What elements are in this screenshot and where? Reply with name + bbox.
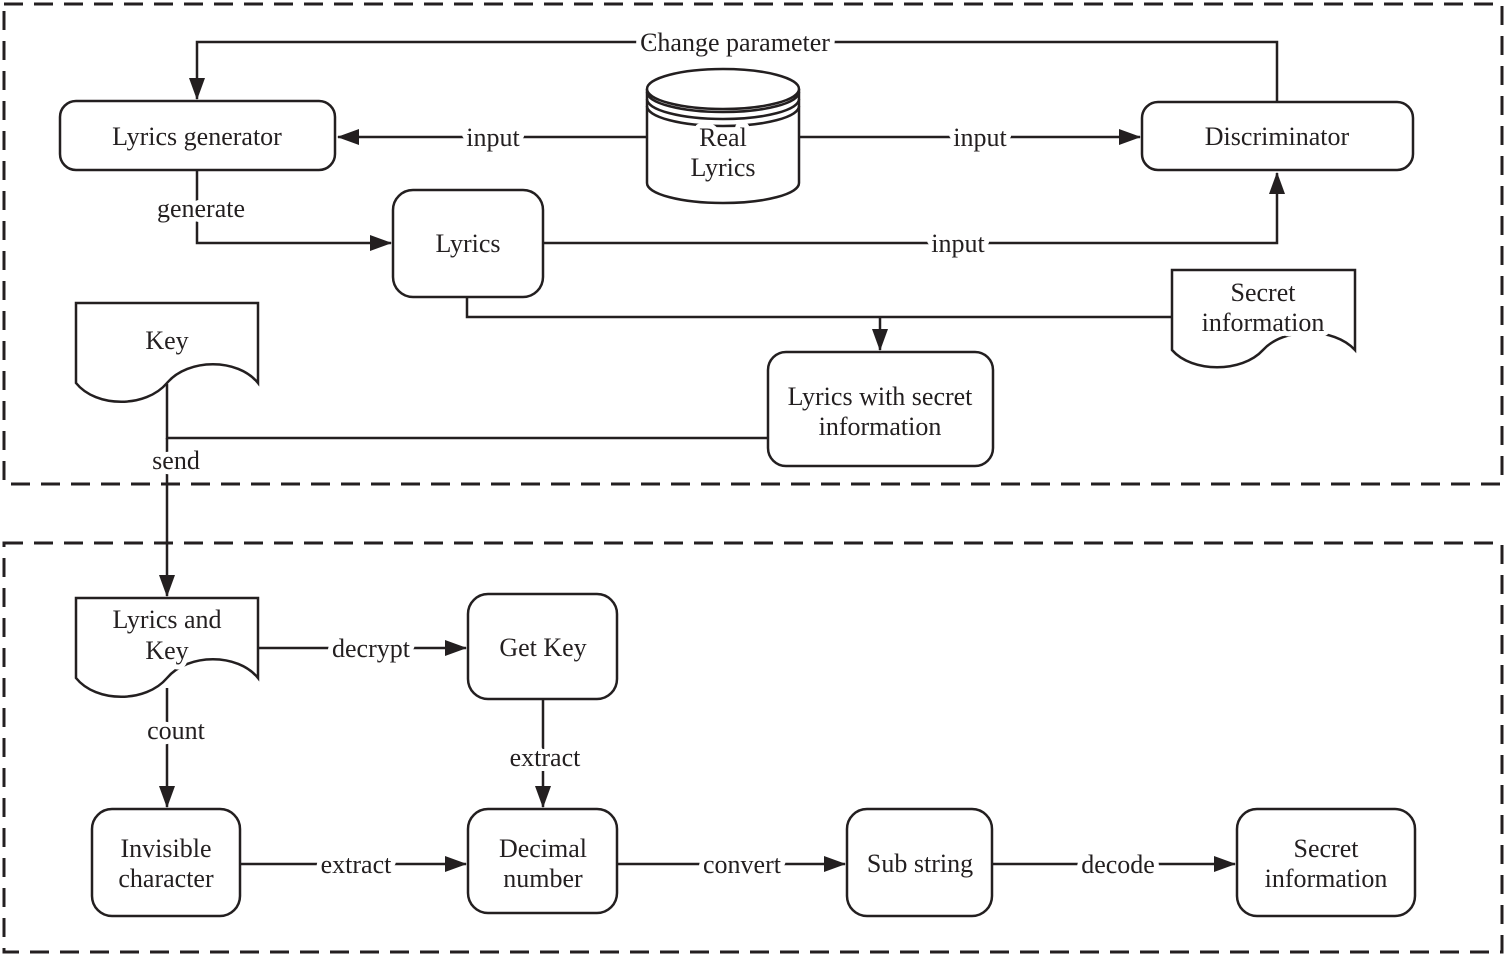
label-sub-string: Sub string <box>867 849 973 878</box>
edge-generate <box>195 170 392 251</box>
node-sub-string <box>845 807 994 918</box>
label-lyrics: Lyrics <box>436 229 501 258</box>
edge-label-convert: convert <box>703 850 782 879</box>
node-decimal-number <box>466 807 619 915</box>
edge-label-extract-char: extract <box>321 850 393 879</box>
edge-label-change-parameter: Change parameter <box>640 28 830 57</box>
node-real-lyrics-cylinder <box>645 67 801 205</box>
edge-label-generate: generate <box>157 194 245 223</box>
node-lyrics-with-secret <box>766 350 995 468</box>
edge-label-input-right: input <box>953 123 1007 152</box>
edge-label-decode: decode <box>1081 850 1155 879</box>
edge-label-extract-key: extract <box>510 743 582 772</box>
edge-label-count: count <box>147 716 206 745</box>
label-lyrics-with-secret-1: Lyrics with secret <box>788 382 974 411</box>
label-invisible-character-1: Invisible <box>121 834 212 863</box>
node-lyrics-and-key-document <box>74 596 260 698</box>
label-secret-info-doc-1: Secret <box>1231 278 1297 307</box>
edge-input-bottom <box>543 172 1285 245</box>
edge-label-input-left: input <box>466 123 520 152</box>
edge-label-input-bottom: input <box>931 229 985 258</box>
node-key-document <box>74 301 260 403</box>
edge-lyrics-to-junction <box>465 297 1174 319</box>
label-lyrics-generator: Lyrics generator <box>112 122 282 151</box>
edge-key-to-box <box>165 384 770 440</box>
node-discriminator <box>1140 100 1415 172</box>
label-discriminator: Discriminator <box>1205 122 1350 151</box>
label-lyrics-with-secret-2: information <box>819 412 942 441</box>
label-secret-info-doc-2: information <box>1202 308 1325 337</box>
node-lyrics <box>391 188 545 299</box>
edge-label-send: send <box>152 446 200 475</box>
label-secret-information-2: information <box>1265 864 1388 893</box>
label-real-lyrics-1: Real <box>699 123 747 152</box>
edge-change-parameter <box>189 40 1279 102</box>
node-secret-information <box>1235 807 1417 918</box>
label-real-lyrics-2: Lyrics <box>691 153 756 182</box>
node-get-key <box>466 592 619 701</box>
label-lyrics-and-key-2: Key <box>145 636 188 665</box>
node-lyrics-generator <box>58 99 337 172</box>
label-decimal-number-2: number <box>503 864 583 893</box>
label-key-document: Key <box>145 326 188 355</box>
label-lyrics-and-key-1: Lyrics and <box>112 605 221 634</box>
label-decimal-number-1: Decimal <box>499 834 587 863</box>
node-secret-info-document <box>1170 268 1357 369</box>
label-secret-information-1: Secret <box>1294 834 1360 863</box>
label-get-key: Get Key <box>499 633 586 662</box>
node-invisible-character <box>90 807 242 918</box>
label-invisible-character-2: character <box>118 864 214 893</box>
extraction-process-frame <box>2 541 1504 954</box>
edge-label-decrypt: decrypt <box>332 634 411 663</box>
